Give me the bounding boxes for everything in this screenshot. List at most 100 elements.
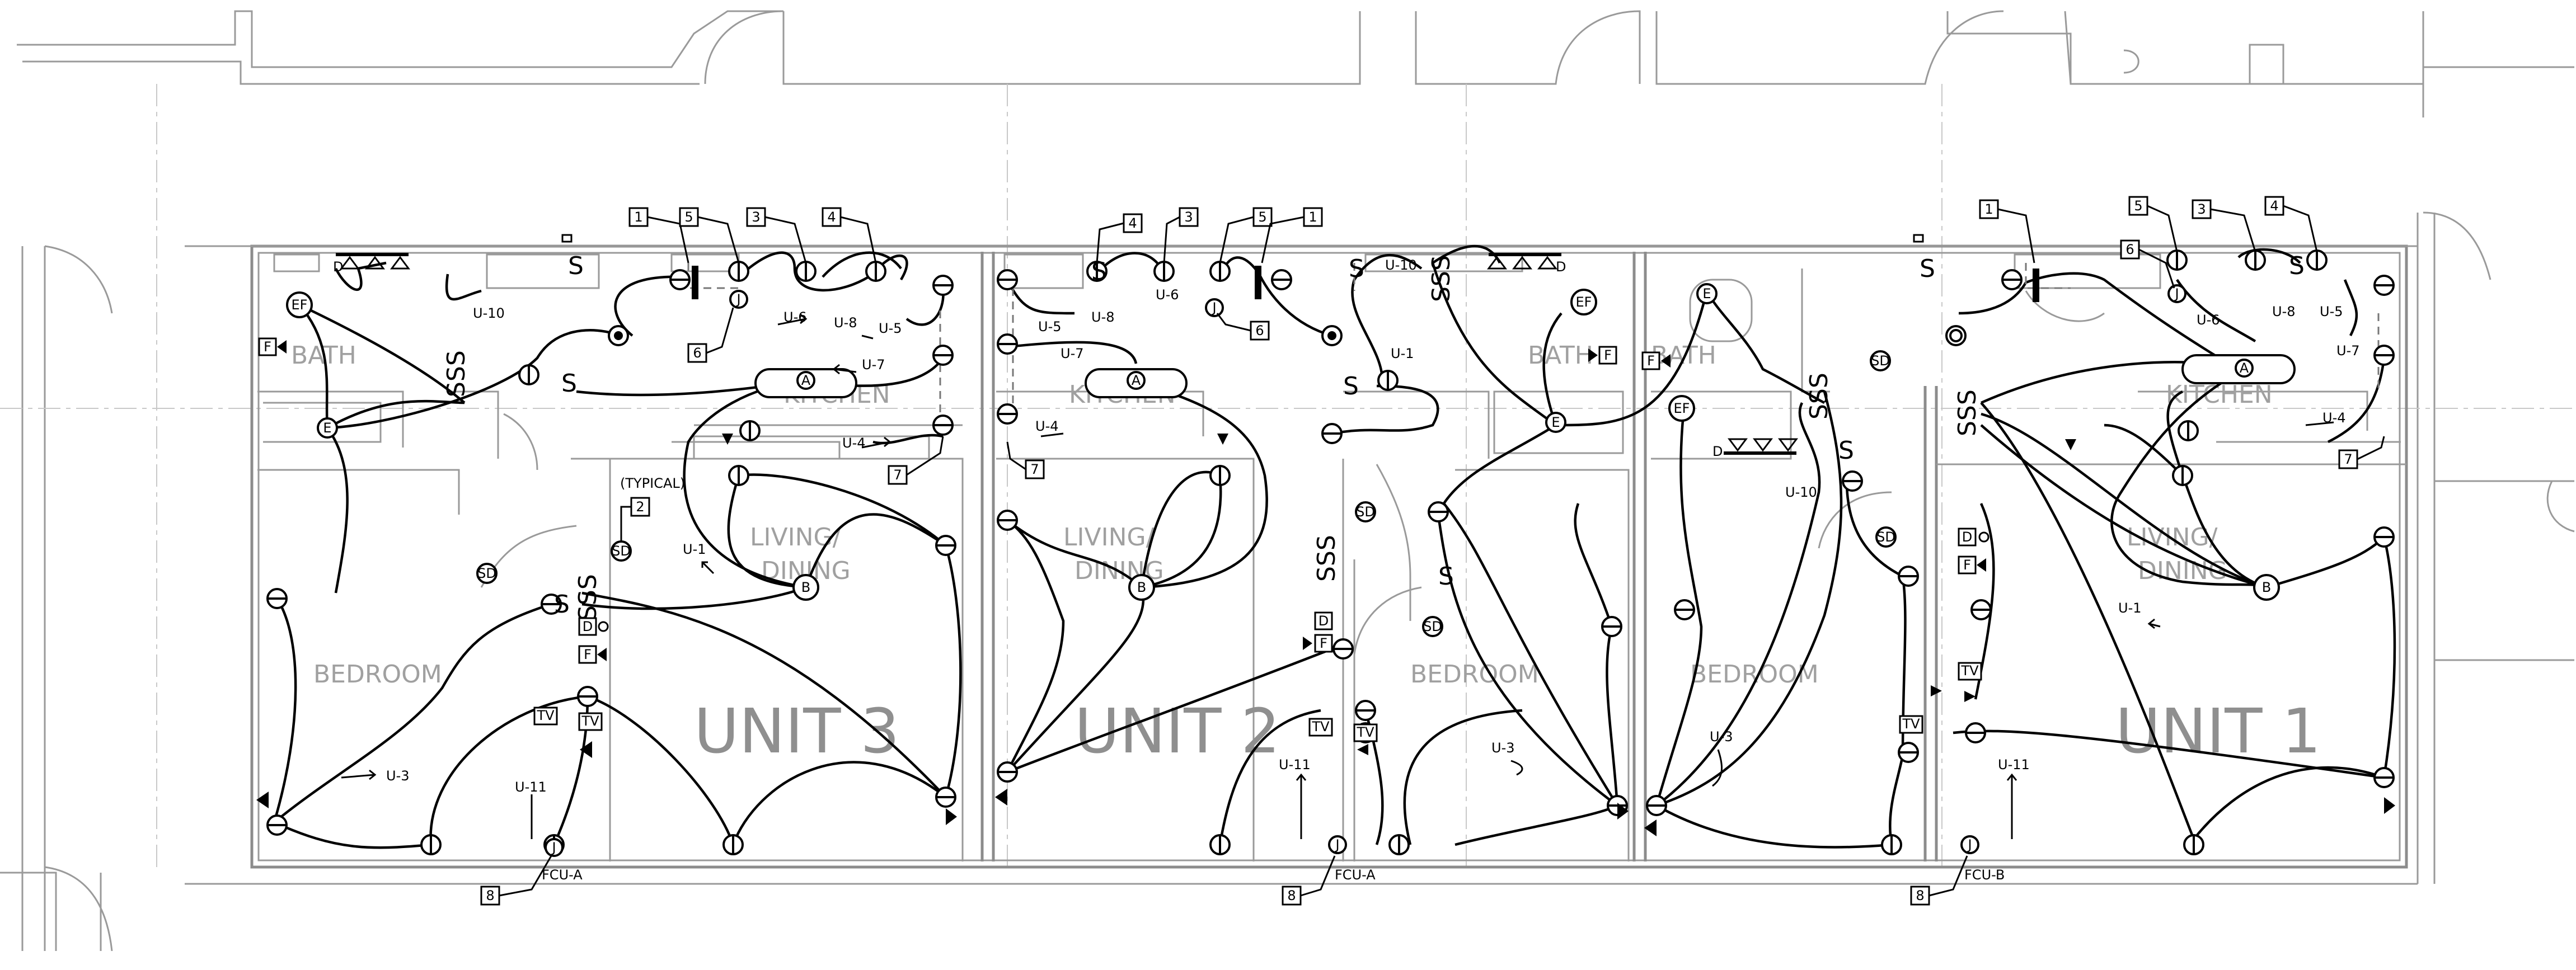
svg-text:F: F	[1963, 557, 1971, 573]
dryer-box-u2: D	[1314, 611, 1333, 630]
switch-u1-sss-2: SSS	[1953, 389, 1982, 436]
emergency-light-u1: E	[1696, 283, 1718, 304]
circuit-u6-u2: U-6	[1156, 287, 1179, 303]
switch-u1-3: S	[2289, 252, 2305, 280]
svg-text:SD: SD	[1423, 619, 1442, 634]
outlet-u3-12	[932, 275, 954, 296]
svg-text:TV: TV	[581, 713, 599, 729]
wall-devices	[561, 234, 2039, 342]
circuit-u1-u2: U-1	[1391, 346, 1414, 361]
switch-u1-1: S	[1920, 255, 1935, 283]
outlet-u1-2	[1674, 599, 1695, 620]
svg-text:SD: SD	[1871, 353, 1890, 369]
tag-3-u3: 3	[746, 207, 807, 263]
outlet-u3-6	[935, 787, 956, 808]
svg-text:D: D	[583, 619, 593, 634]
outlet-u3-16	[865, 261, 886, 282]
switch-u2-3: S	[1349, 255, 1364, 283]
circuit-u10-u1: U-10	[1785, 484, 1817, 500]
outlet-u2-7	[997, 403, 1018, 425]
tag-7-u3: 7	[888, 436, 944, 485]
svg-text:A: A	[801, 373, 811, 388]
svg-text:F: F	[264, 339, 271, 355]
upper-building-outline	[17, 10, 2574, 280]
svg-text:8: 8	[1287, 888, 1296, 903]
tag-6-u1: 6	[2120, 239, 2175, 289]
svg-text:8: 8	[1916, 888, 1924, 903]
tag-7-u1: 7	[2338, 436, 2385, 469]
outlet-u3-7	[935, 535, 956, 556]
ceiling-fixture-u2	[1321, 325, 1343, 346]
smoke-detector-u3-2: SD	[611, 540, 632, 562]
junction-box-u3-1: J	[729, 290, 748, 309]
tag-8-u2: 8	[1282, 855, 1336, 906]
outlet-u2-17	[1428, 501, 1449, 522]
tag-3-u1: 3	[2192, 199, 2256, 252]
circuit-u7-u1: U-7	[2336, 343, 2360, 359]
svg-text:F: F	[1647, 353, 1655, 369]
fcu-a-label-u3: FCU-A	[542, 867, 583, 883]
svg-text:6: 6	[2125, 242, 2134, 257]
circuit-u10-u3: U-10	[473, 305, 505, 321]
room-label-living-u3: LIVING/	[750, 523, 841, 552]
left-context-walls	[0, 245, 113, 952]
svg-text:5: 5	[1258, 209, 1266, 225]
fcu-a-label-u2: FCU-A	[1335, 867, 1376, 883]
dryer-box-u1: D	[1958, 528, 1990, 547]
svg-text:SD: SD	[612, 543, 631, 559]
circuit-u1-u1: U-1	[2118, 600, 2142, 616]
outlet-u3-3	[420, 834, 442, 855]
smoke-detector-u1-2: SD	[1875, 526, 1897, 548]
outlet-u1-15	[2373, 275, 2395, 296]
svg-text:1: 1	[634, 209, 642, 225]
outlet-u1-19	[2306, 249, 2328, 271]
svg-text:3: 3	[752, 209, 760, 225]
switches: S S S SSS SSS S S S S SSS SSS SSS SSS S …	[442, 252, 2305, 621]
svg-text:TV: TV	[1960, 663, 1979, 679]
circuit-u6-u1: U-6	[2197, 312, 2220, 328]
outlet-u1-5	[1898, 566, 1919, 587]
svg-text:J: J	[2174, 286, 2179, 302]
circuit-u11-u2: U-11	[1279, 757, 1311, 773]
tag-8-u1: 8	[1910, 855, 1968, 906]
tag-1-u1: 1	[1979, 199, 2035, 263]
typical-note: (TYPICAL)	[620, 475, 685, 491]
circuit-u10-u2: U-10	[1385, 257, 1417, 273]
outlet-u3-13	[669, 269, 691, 290]
svg-text:B: B	[1137, 580, 1146, 595]
circuit-u3-u1: U-3	[1710, 729, 1733, 745]
svg-text:SD: SD	[477, 566, 496, 581]
svg-text:E: E	[1702, 286, 1711, 302]
svg-text:TV: TV	[1311, 719, 1330, 734]
tv-u1-2: TV	[1899, 715, 1923, 734]
svg-text:B: B	[2262, 580, 2271, 595]
svg-text:SD: SD	[1356, 504, 1375, 520]
room-label-bedroom-u3: BEDROOM	[313, 660, 442, 689]
emergency-light-u2: E	[1545, 412, 1566, 433]
unit-label-3: UNIT 3	[694, 695, 899, 767]
fixture-b-u1: B	[2253, 574, 2280, 601]
tag-3-u2: 3	[1163, 207, 1199, 263]
smoke-detector-u2-1: SD	[1355, 501, 1376, 522]
switch-u1-sss-1: SSS	[1805, 373, 1833, 420]
fixture-a-u2: A	[1085, 368, 1188, 398]
outlet-u2-14	[1355, 700, 1376, 721]
svg-text:A: A	[2240, 360, 2249, 376]
outlet-u1-7	[1965, 722, 1986, 743]
exhaust-fan-u3: EF	[286, 291, 313, 318]
svg-text:7: 7	[1030, 462, 1039, 477]
circuit-u11-u3: U-11	[515, 779, 547, 795]
outlet-u3-5	[722, 834, 744, 855]
outlet-u3-14	[728, 261, 749, 282]
outlet-u2-2	[997, 761, 1018, 783]
outlet-u2-16	[1388, 834, 1410, 855]
room-label-bath-u1: BATH	[1651, 341, 1716, 370]
tag-4-u1: 4	[2264, 196, 2318, 252]
svg-text:6: 6	[693, 345, 701, 361]
svg-text:SD: SD	[1876, 529, 1895, 545]
svg-text:4: 4	[2270, 198, 2278, 214]
switch-u2-1: S	[1091, 257, 1107, 286]
svg-text:1: 1	[1984, 201, 1993, 217]
outlet-u1-4	[1898, 742, 1919, 763]
